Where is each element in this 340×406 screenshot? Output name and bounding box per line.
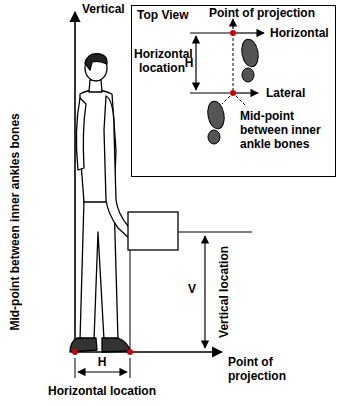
direction-label: Lateral bbox=[266, 87, 305, 101]
dimension-label: Horizontal location bbox=[48, 385, 156, 399]
axis-label: Mid-point between inner ankles bones bbox=[9, 113, 23, 330]
dimension-label: Horizontal location bbox=[134, 48, 190, 76]
point-label: Mid-point between inner ankle bones bbox=[240, 110, 334, 151]
inset-box: Top View Point of projectionHorizontalHor… bbox=[131, 5, 336, 177]
view-title: Top View bbox=[137, 9, 189, 23]
dimension-label: Vertical location bbox=[218, 246, 232, 338]
dimension-letter: H bbox=[96, 356, 109, 370]
dimension-letter: V bbox=[188, 283, 196, 297]
point-label: Point of projection bbox=[209, 7, 315, 21]
dimension-letter: H bbox=[185, 57, 194, 71]
point-label: Point of projection bbox=[228, 356, 302, 384]
direction-label: Horizontal bbox=[270, 27, 329, 41]
axis-label: Vertical bbox=[82, 3, 125, 17]
